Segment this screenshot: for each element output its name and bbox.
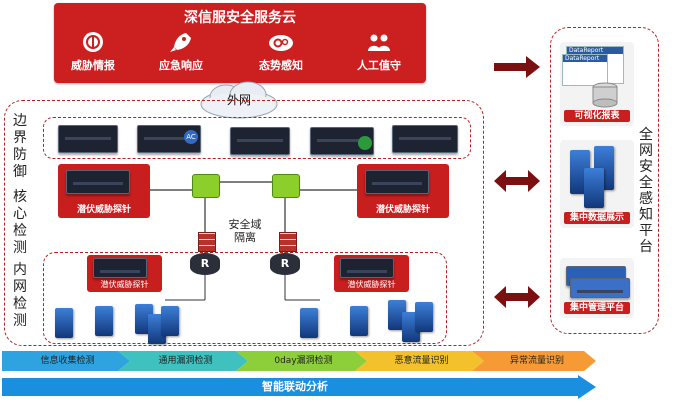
double-arrow-icon — [494, 56, 540, 78]
platform-title: 全网安全感知平台 — [639, 127, 653, 255]
service-label: 态势感知 — [259, 59, 303, 72]
report-sheet: DataReport — [562, 54, 608, 86]
users-icon — [368, 34, 390, 51]
server-icon — [161, 306, 179, 336]
switch-icon — [272, 174, 300, 198]
analysis-bar — [2, 375, 596, 399]
probe-device — [365, 170, 429, 194]
service-emergency-response: 应急响应 — [146, 30, 216, 73]
zone-text: 核心检测 — [13, 189, 27, 256]
report-label: DataReport — [563, 55, 607, 62]
service-threat-intel: 威胁情报 — [58, 30, 128, 73]
probe-device — [66, 170, 130, 194]
intranet-zone — [43, 252, 447, 344]
stage-label: 恶意流量识别 — [394, 356, 449, 366]
server-icon — [300, 308, 318, 338]
server-icon — [55, 308, 73, 338]
core-probe-left: 潜伏威胁探针 — [58, 164, 150, 218]
server-icon — [388, 300, 406, 330]
server-icon — [95, 306, 113, 336]
vpn-appliance — [392, 125, 458, 153]
shield-icon — [83, 32, 103, 52]
stage-bar — [2, 351, 596, 371]
service-label: 威胁情报 — [71, 59, 115, 72]
gateway-appliance — [230, 127, 290, 155]
platform-region — [550, 27, 659, 334]
server-icon — [415, 302, 433, 332]
network-region — [4, 100, 484, 346]
platform-item-label: 可视化报表 — [564, 110, 630, 122]
probe-label: 潜伏威胁探针 — [100, 280, 149, 289]
zone-label-intranet: 内网检测 — [12, 262, 28, 330]
probe-label: 潜伏威胁探针 — [347, 280, 396, 289]
switch-icon — [192, 174, 220, 198]
probe-device — [93, 258, 147, 278]
stage-label: 异常流量识别 — [509, 356, 564, 366]
double-arrow-icon — [494, 170, 540, 192]
firewall-icon — [198, 232, 216, 252]
probe-device — [340, 258, 394, 278]
router-icon: R — [270, 253, 300, 275]
security-service-cloud-banner: 深信服安全服务云 威胁情报 应急响应 态势感知 人工值守 — [54, 3, 426, 83]
gears-icon — [269, 35, 293, 51]
banner-title: 深信服安全服务云 — [184, 10, 296, 26]
visual-report-card: DataReport DataReport 可视化报表 — [560, 42, 634, 126]
firewall-icon — [279, 232, 297, 252]
analysis-label: 智能联动分析 — [262, 380, 328, 393]
probe-label: 潜伏威胁探针 — [76, 205, 131, 215]
intranet-probe-left: 潜伏威胁探针 — [87, 255, 162, 292]
service-situational-awareness: 态势感知 — [246, 30, 316, 73]
firewall-appliance — [58, 125, 118, 153]
stage-label: 0day漏洞检测 — [274, 356, 333, 366]
ac-badge-icon: AC — [184, 130, 198, 144]
zone-label-border: 边界防御 — [12, 113, 28, 181]
zone-text: 边界防御 — [13, 113, 27, 180]
platform-item-label: 集中数据展示 — [564, 212, 630, 224]
mgmt-device — [570, 278, 630, 298]
intranet-probe-right: 潜伏威胁探针 — [334, 255, 409, 292]
service-label: 人工值守 — [357, 59, 401, 72]
server-icon — [350, 306, 368, 336]
management-platform-card: 集中管理平台 — [560, 258, 634, 318]
server-icon — [584, 168, 604, 208]
service-manual-watch: 人工值守 — [344, 30, 414, 73]
globe-icon — [358, 136, 372, 150]
rocket-icon — [170, 33, 191, 52]
report-label: DataReport — [567, 47, 623, 54]
platform-item-label: 集中管理平台 — [564, 302, 630, 314]
zone-text: 内网检测 — [13, 262, 27, 329]
service-label: 应急响应 — [159, 59, 203, 72]
isolation-label: 安全域隔离 — [228, 218, 262, 244]
core-probe-right: 潜伏威胁探针 — [357, 164, 449, 218]
router-icon: R — [190, 253, 220, 275]
border-defense-zone — [43, 117, 471, 159]
data-display-card: 集中数据展示 — [560, 140, 634, 228]
zone-label-core: 核心检测 — [12, 189, 28, 257]
stage-label: 通用漏洞检测 — [158, 356, 213, 366]
database-icon — [592, 82, 618, 108]
double-arrow-icon — [494, 286, 540, 308]
stage-label: 信息收集检测 — [40, 356, 95, 366]
probe-label: 潜伏威胁探针 — [375, 205, 430, 215]
cloud-icon — [200, 81, 278, 119]
